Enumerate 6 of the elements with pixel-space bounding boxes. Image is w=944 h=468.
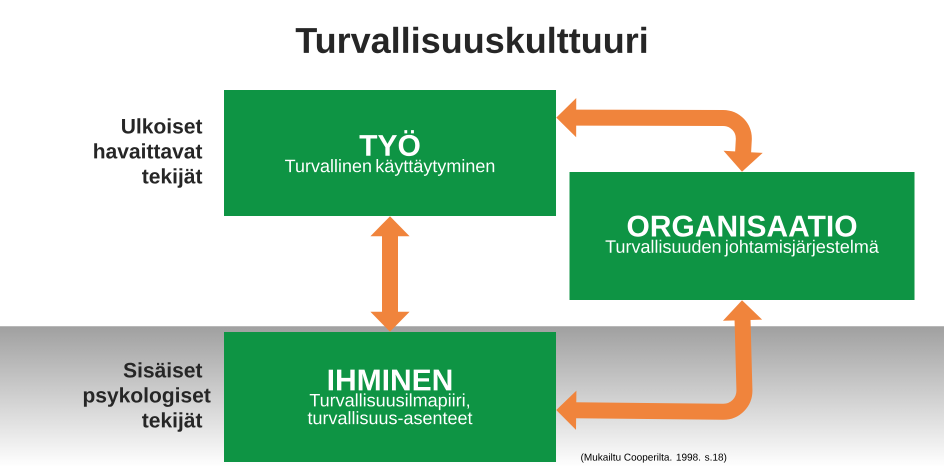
title: Turvallisuuskulttuuri	[296, 26, 646, 54]
box: TYÖ Turvallinen käyttäytyminen	[224, 90, 556, 216]
box: IHMINEN Turvallisuusilmapiiri, turvallisuus-asenteet	[224, 332, 556, 462]
side-label: Ulkoiset havaittavat tekijät	[94, 118, 202, 188]
box: ORGANISAATIO Turvallisuuden johtamisjärjestelmä	[570, 172, 915, 300]
source-note: (Mukailtu Cooperilta. 1998. s.18)	[581, 453, 726, 463]
